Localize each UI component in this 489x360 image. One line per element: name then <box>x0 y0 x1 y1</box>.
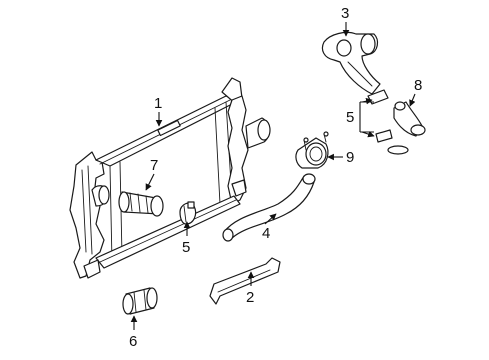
leader-5b-bottom <box>361 130 375 138</box>
callout-5-lower: 5 <box>182 239 190 256</box>
intercooler-boot <box>118 191 164 217</box>
hose-clamp-upper <box>367 89 409 155</box>
callout-4: 4 <box>262 225 270 242</box>
callout-9: 9 <box>346 149 354 166</box>
intercooler-assembly <box>69 77 271 279</box>
leader-4 <box>264 213 277 225</box>
hose-clamp-lower <box>179 201 197 225</box>
callout-5-upper: 5 <box>346 109 354 126</box>
callout-8: 8 <box>414 77 422 94</box>
turbo-outlet-pipe <box>321 31 381 95</box>
callout-6: 6 <box>129 333 137 350</box>
elbow-hose <box>393 101 426 137</box>
leader-5b-bracket <box>359 101 374 133</box>
callout-7: 7 <box>150 157 158 174</box>
mounting-bracket <box>209 257 281 305</box>
hose-coupler <box>122 287 158 315</box>
clamp-sleeve <box>295 131 329 169</box>
charge-air-hose <box>222 173 316 242</box>
callout-3: 3 <box>341 5 349 22</box>
leader-5b-top <box>361 97 373 105</box>
callout-2: 2 <box>246 289 254 306</box>
leader-8 <box>409 93 416 107</box>
callout-1: 1 <box>154 95 162 112</box>
leader-7 <box>145 173 155 191</box>
